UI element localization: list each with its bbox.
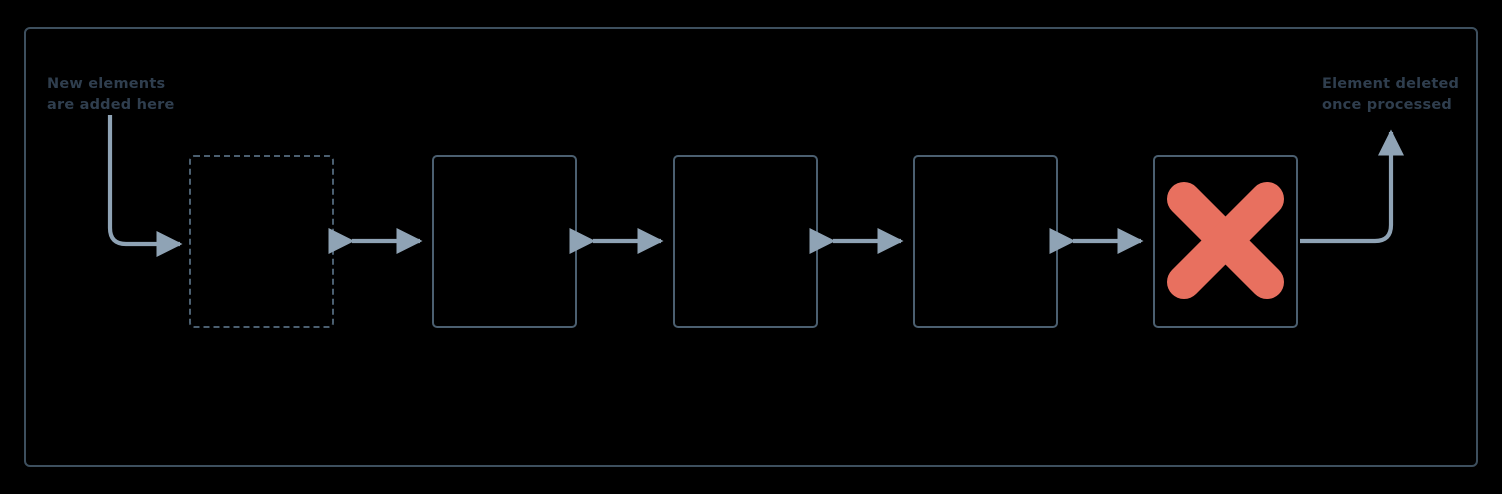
queue-slot-3 [913,155,1058,328]
dequeue-note: Element deleted once processed [1322,74,1459,116]
enqueue-note: New elements are added here [47,74,175,116]
queue-slot-2 [673,155,818,328]
queue-slot-1 [432,155,577,328]
diagram-frame [24,27,1478,467]
dequeue-note-line2: once processed [1322,97,1452,113]
queue-slot-placeholder [189,155,334,328]
enqueue-note-line1: New elements [47,76,166,92]
dequeue-note-line1: Element deleted [1322,76,1460,92]
queue-slot-4-deleted [1153,155,1298,328]
enqueue-note-line2: are added here [47,97,175,113]
